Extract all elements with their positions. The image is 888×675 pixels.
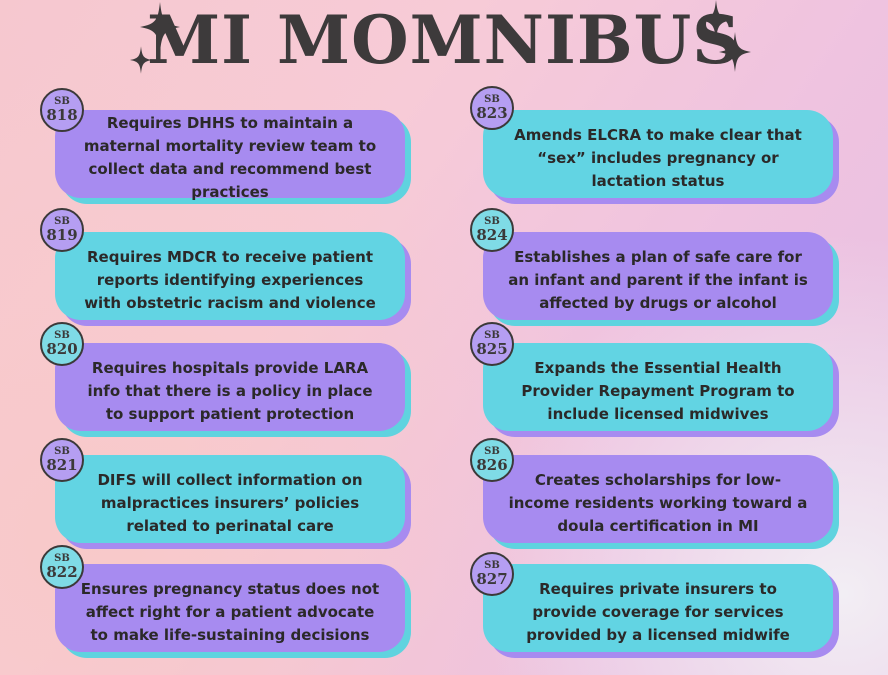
sparkle-icon (696, 0, 736, 40)
bill-number-badge: SB 827 (470, 552, 514, 596)
bill-text: Creates scholarships for low-income resi… (508, 470, 808, 535)
bill-card-824: Establishes a plan of safe care for an i… (483, 232, 839, 326)
bill-number-badge: SB 818 (40, 88, 84, 132)
bill-text: Requires DHHS to maintain a maternal mor… (83, 114, 377, 201)
bill-number-badge: SB 824 (470, 208, 514, 252)
bill-card-825: Expands the Essential Health Provider Re… (483, 343, 839, 437)
bill-number-badge: SB 825 (470, 322, 514, 366)
bill-card-827: Requires private insurers to provide cov… (483, 564, 839, 658)
bill-number-badge: SB 823 (470, 86, 514, 130)
bill-text: Expands the Essential Health Provider Re… (521, 358, 795, 423)
bill-card-822: Ensures pregnancy status does not affect… (55, 564, 411, 658)
bill-number-badge: SB 822 (40, 545, 84, 589)
page-title: MI MOMNIBUS (147, 1, 741, 79)
bill-number-badge: SB 826 (470, 438, 514, 482)
bill-card-826: Creates scholarships for low-income resi… (483, 455, 839, 549)
bill-text: DIFS will collect information on malprac… (97, 470, 363, 535)
bill-number-badge: SB 821 (40, 438, 84, 482)
bill-number-badge: SB 819 (40, 208, 84, 252)
bill-text: Establishes a plan of safe care for an i… (508, 247, 808, 312)
bill-card-820: Requires hospitals provide LARA info tha… (55, 343, 411, 437)
sparkle-icon (130, 46, 152, 74)
bill-text: Amends ELCRA to make clear that “sex” in… (514, 125, 802, 190)
bill-card-823: Amends ELCRA to make clear that “sex” in… (483, 110, 839, 204)
sparkle-icon (718, 32, 752, 72)
bill-card-819: Requires MDCR to receive patient reports… (55, 232, 411, 326)
bill-text: Requires private insurers to provide cov… (526, 579, 790, 644)
bill-text: Ensures pregnancy status does not affect… (80, 579, 380, 644)
bill-card-821: DIFS will collect information on malprac… (55, 455, 411, 549)
bill-card-818: Requires DHHS to maintain a maternal mor… (55, 110, 411, 204)
bill-number-badge: SB 820 (40, 322, 84, 366)
bill-text: Requires hospitals provide LARA info tha… (87, 358, 373, 423)
bill-text: Requires MDCR to receive patient reports… (84, 247, 376, 312)
sparkle-icon (140, 2, 180, 52)
